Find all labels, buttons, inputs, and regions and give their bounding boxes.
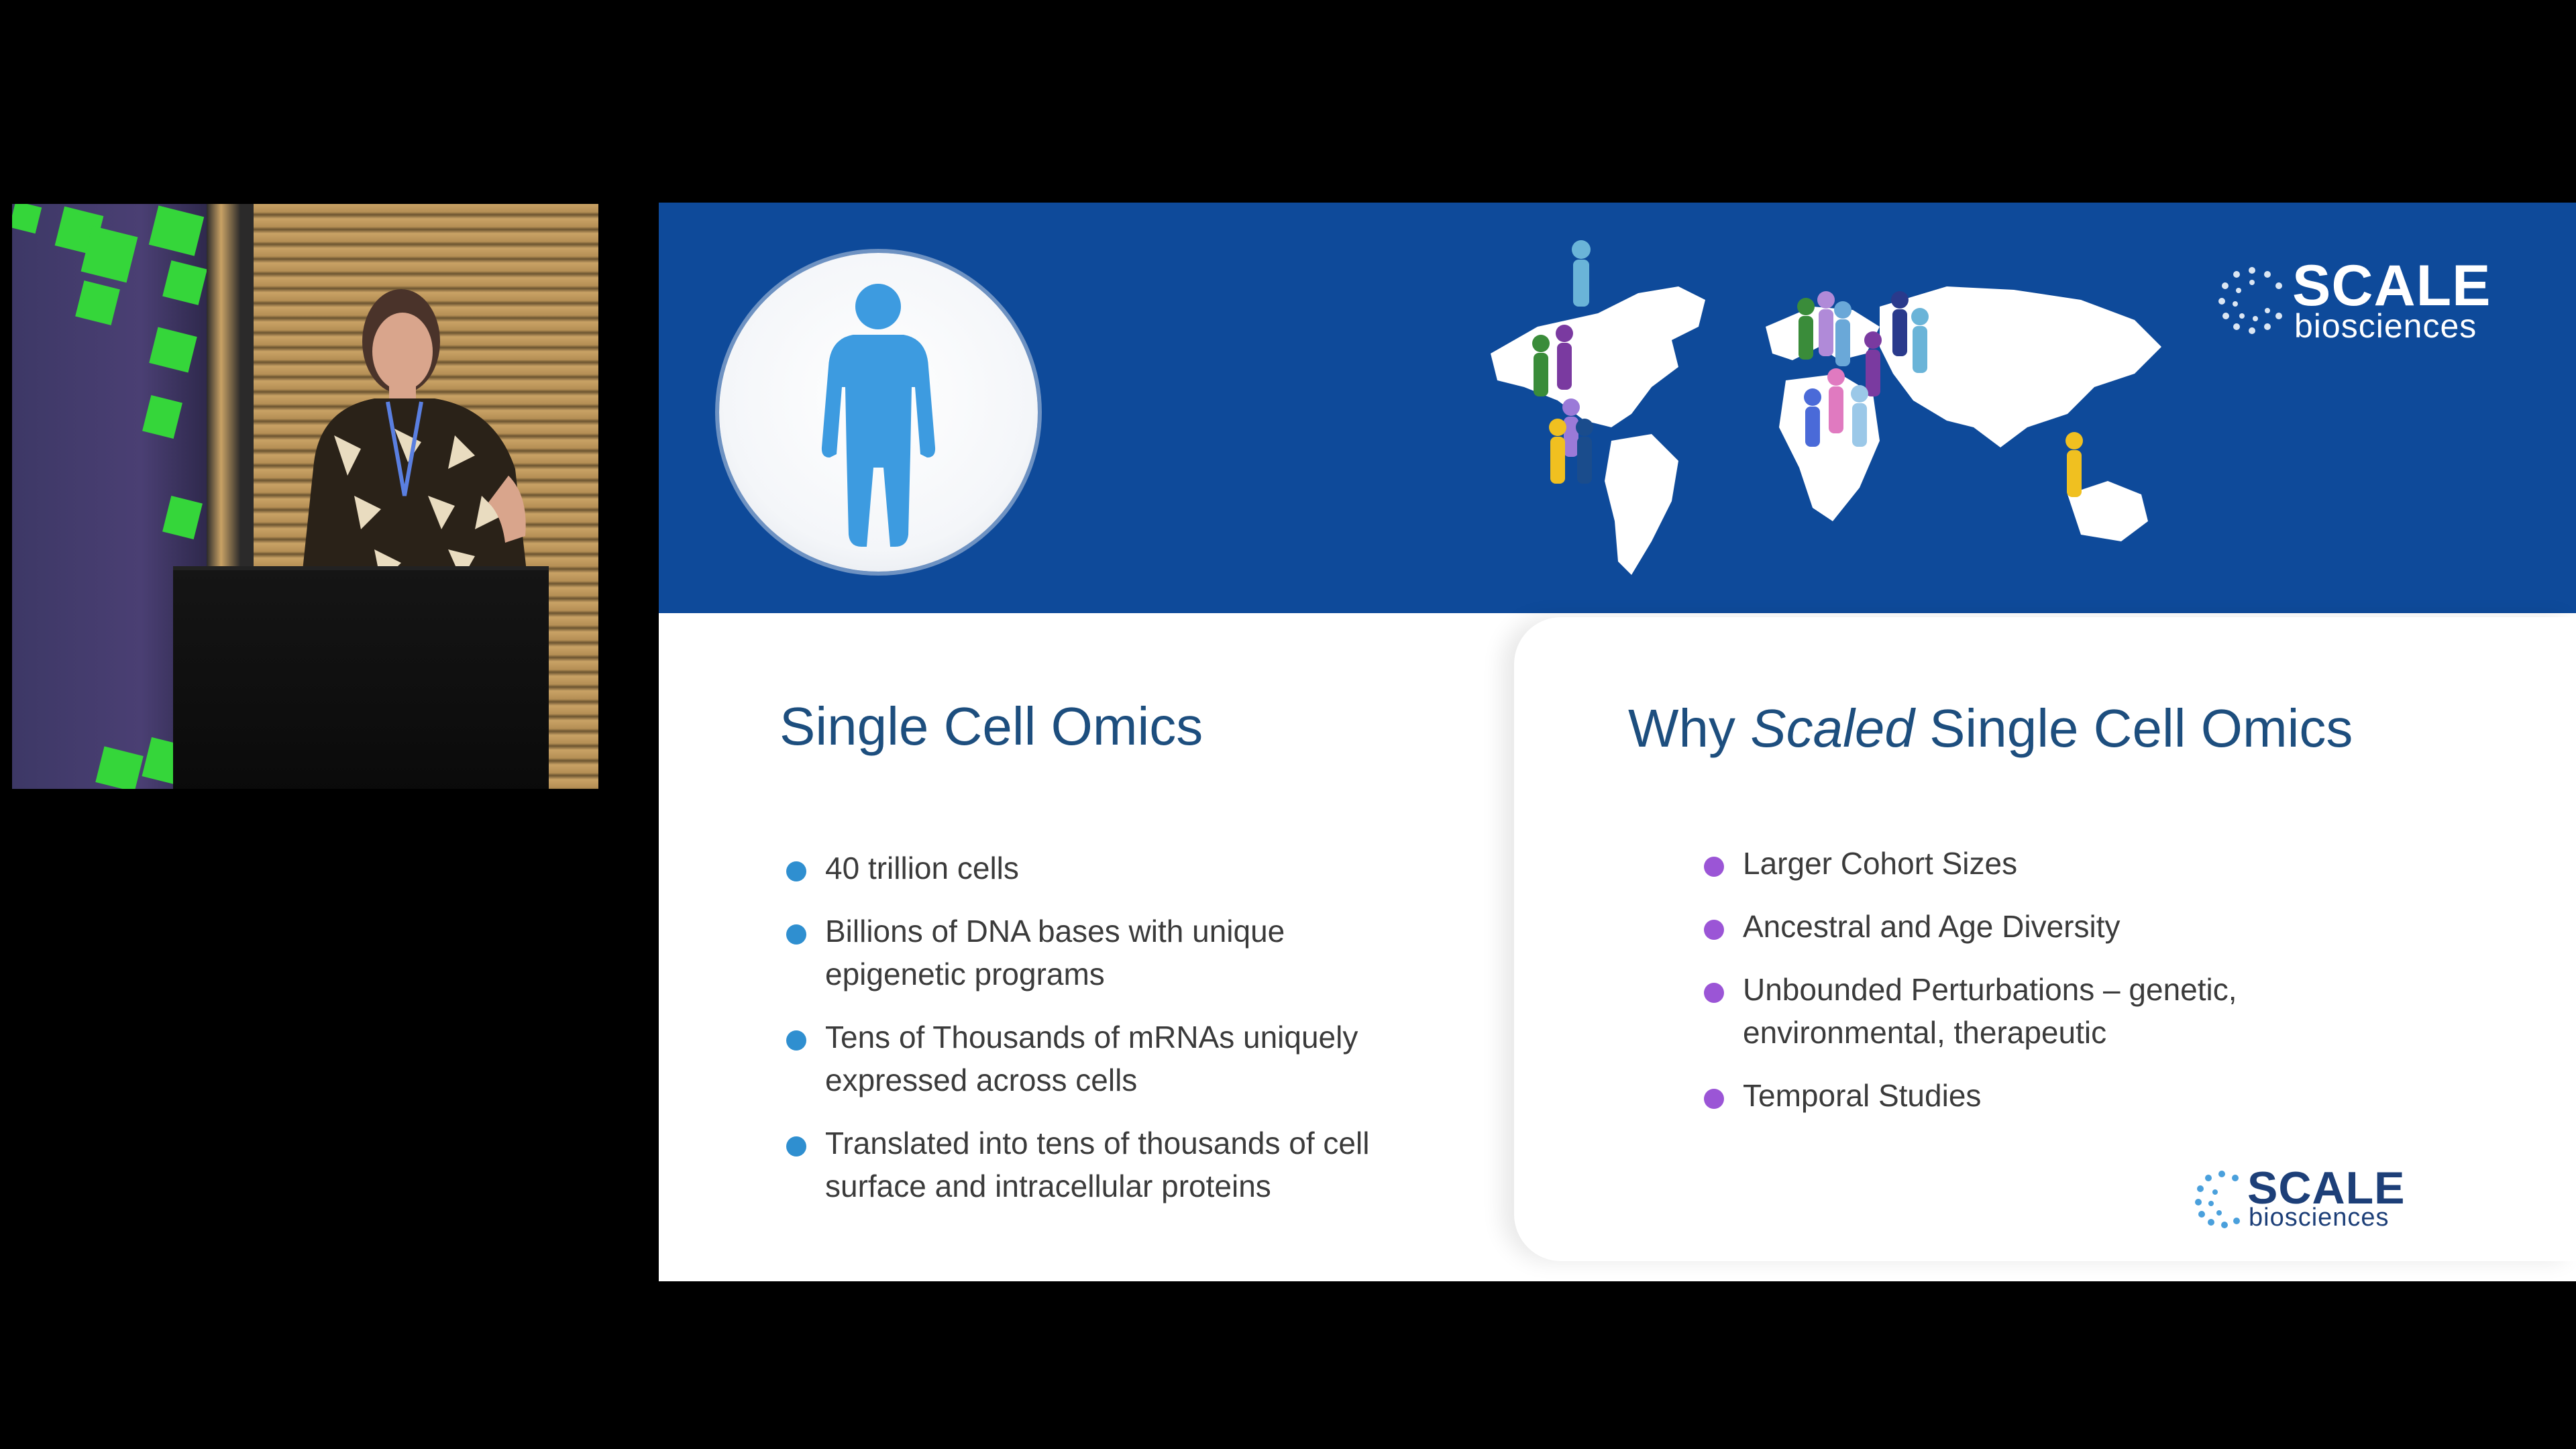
bullet-dot [786, 924, 806, 945]
speaker-video [12, 204, 598, 789]
bullet-text: epigenetic programs [825, 957, 1105, 991]
bullet-text: Translated into tens of thousands of cel… [825, 1126, 1370, 1161]
bullet-dot [1704, 1089, 1724, 1109]
bullet-dot [786, 861, 806, 881]
logo-word-biosciences: biosciences [2249, 1203, 2390, 1232]
right-heading: Why Scaled Single Cell Omics [1628, 698, 2353, 759]
right-heading-emphasis: Scaled [1750, 698, 1915, 758]
list-item: Larger Cohort Sizes [1704, 842, 2442, 885]
left-heading: Single Cell Omics [780, 696, 1203, 756]
bullet-text: environmental, therapeutic [1743, 1015, 2107, 1050]
list-item: Unbounded Perturbations – genetic, enviro… [1704, 968, 2442, 1054]
bullet-text: Tens of Thousands of mRNAs uniquely [825, 1020, 1358, 1055]
bullet-dot [1704, 857, 1724, 877]
world-map-people-icon [1491, 240, 2161, 575]
bullet-text: Temporal Studies [1743, 1078, 1982, 1113]
bullet-text: expressed across cells [825, 1063, 1138, 1097]
right-heading-post: Single Cell Omics [1914, 698, 2353, 758]
presentation-slide: SCALE biosciences Single Cell Omics 40 t… [659, 203, 2576, 1281]
bullet-text: Billions of DNA bases with unique [825, 914, 1285, 949]
scale-logo-icon: SCALE biosciences [2195, 1162, 2443, 1236]
list-item: Temporal Studies [1704, 1074, 2442, 1117]
bullet-text: Unbounded Perturbations – genetic, [1743, 972, 2237, 1007]
bullet-dot [786, 1136, 806, 1157]
bullet-dot [1704, 920, 1724, 940]
scale-logo-icon: SCALE biosciences [2215, 253, 2537, 347]
list-item: Translated into tens of thousands of cel… [786, 1122, 1457, 1208]
right-bullet-list: Larger Cohort Sizes Ancestral and Age Di… [1704, 842, 2442, 1137]
bullet-text: surface and intracellular proteins [825, 1169, 1271, 1203]
bullet-dot [1704, 983, 1724, 1003]
left-bullet-list: 40 trillion cells Billions of DNA bases … [786, 847, 1457, 1228]
list-item: 40 trillion cells [786, 847, 1457, 890]
podium [173, 566, 549, 789]
human-body-icon [719, 253, 1038, 572]
right-heading-pre: Why [1628, 698, 1751, 758]
right-panel: Why Scaled Single Cell Omics Larger Coho… [1514, 617, 2576, 1261]
bullet-text: Ancestral and Age Diversity [1743, 909, 2121, 944]
bullet-text: Larger Cohort Sizes [1743, 846, 2018, 881]
list-item: Ancestral and Age Diversity [1704, 905, 2442, 948]
logo-word-biosciences: biosciences [2294, 307, 2477, 345]
bullet-text: 40 trillion cells [825, 851, 1019, 885]
logo-word-scale: SCALE [2292, 254, 2491, 318]
bullet-dot [786, 1030, 806, 1051]
logo-word-scale: SCALE [2247, 1163, 2406, 1214]
slide-banner: SCALE biosciences [659, 203, 2576, 613]
speaker-person [301, 289, 529, 590]
list-item: Billions of DNA bases with unique epigene… [786, 910, 1457, 996]
list-item: Tens of Thousands of mRNAs uniquely expre… [786, 1016, 1457, 1102]
